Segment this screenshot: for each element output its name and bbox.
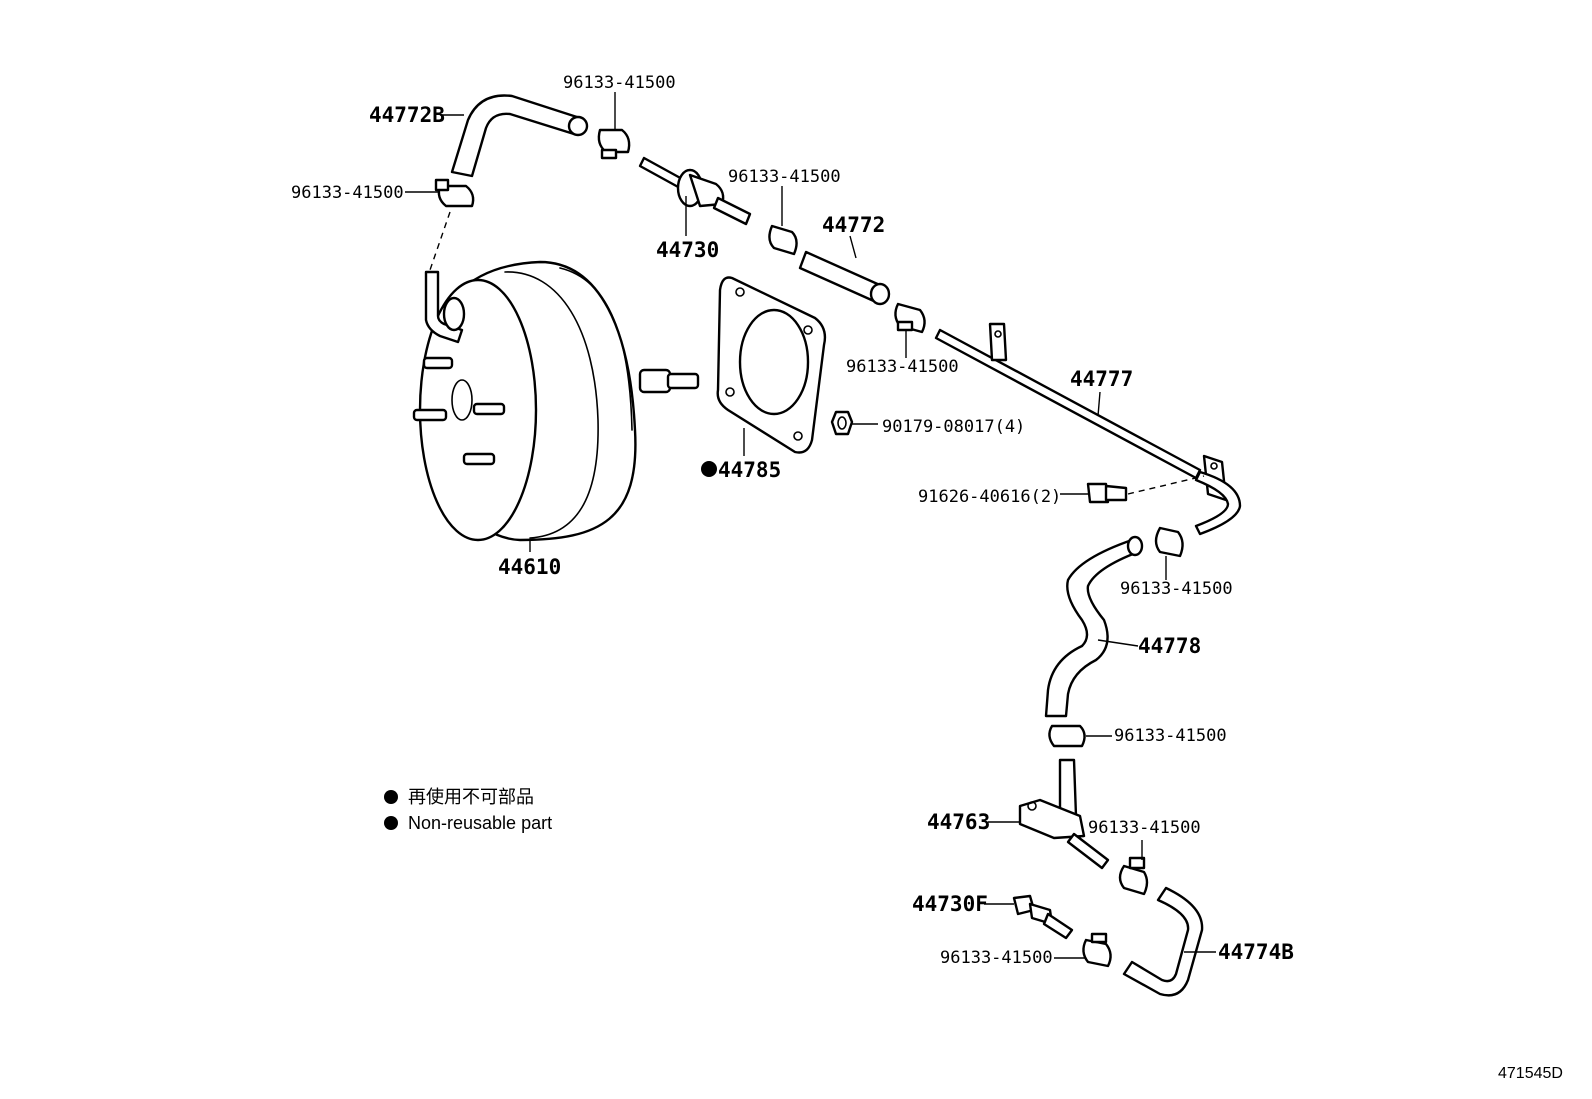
clamp-top xyxy=(597,128,631,160)
label-44730: 44730 xyxy=(656,238,719,262)
label-clamp-right-lower: 96133-41500 xyxy=(1114,726,1227,746)
leader-lines xyxy=(405,92,1216,959)
drawing-code: 471545D xyxy=(1498,1065,1563,1082)
clamp-right-lower xyxy=(1048,724,1086,748)
right-hose xyxy=(1044,535,1144,718)
bolt-alignment-line xyxy=(1127,475,1205,495)
brake-booster-assembly xyxy=(412,260,700,542)
label-bolt: 91626-40616(2) xyxy=(918,487,1061,507)
clamp-bottom-left xyxy=(1082,932,1112,968)
bracket xyxy=(1018,758,1110,870)
bottom-hose xyxy=(1122,886,1204,997)
legend-text-en: Non-reusable part xyxy=(408,813,552,833)
check-valve xyxy=(638,156,752,226)
label-44774B: 44774B xyxy=(1218,940,1294,964)
upper-hose xyxy=(450,94,589,178)
label-44610: 44610 xyxy=(498,555,561,579)
label-clamp-top: 96133-41500 xyxy=(563,73,676,93)
label-44730F: 44730F xyxy=(912,892,988,916)
label-44772: 44772 xyxy=(822,213,885,237)
label-44778: 44778 xyxy=(1138,634,1201,658)
legend-text-ja: 再使用不可部品 xyxy=(408,787,534,807)
label-clamp-left: 96133-41500 xyxy=(291,183,404,203)
legend-bullet-ja xyxy=(384,790,398,804)
label-44772B: 44772B xyxy=(369,103,445,127)
legend: 再使用不可部品 Non-reusable part xyxy=(384,787,552,833)
part-labels: 44772B 96133-41500 96133-41500 44730 961… xyxy=(291,73,1294,968)
clamp-bottom xyxy=(1118,856,1149,896)
label-nut: 90179-08017(4) xyxy=(882,417,1025,437)
label-44763: 44763 xyxy=(927,810,990,834)
clamp-left xyxy=(434,178,475,208)
label-clamp-bottom-left: 96133-41500 xyxy=(940,948,1053,968)
label-clamp-mid-lower: 96133-41500 xyxy=(846,357,959,377)
label-44785: 44785 xyxy=(718,458,781,482)
valve-bottom xyxy=(1012,894,1074,940)
label-clamp-mid: 96133-41500 xyxy=(728,167,841,187)
port-alignment-line xyxy=(429,211,451,271)
gasket xyxy=(716,276,827,454)
legend-bullet-en xyxy=(384,816,398,830)
label-clamp-right: 96133-41500 xyxy=(1120,579,1233,599)
label-44785-group: 44785 xyxy=(701,458,781,482)
non-reusable-marker xyxy=(701,461,717,477)
clamp-mid xyxy=(768,224,798,256)
clamp-right xyxy=(1154,526,1184,558)
straight-hose xyxy=(798,250,891,306)
label-clamp-bottom: 96133-41500 xyxy=(1088,818,1201,838)
label-44777: 44777 xyxy=(1070,367,1133,391)
bolt xyxy=(1086,482,1128,504)
nut xyxy=(830,410,854,436)
clamp-mid-lower xyxy=(894,302,926,334)
